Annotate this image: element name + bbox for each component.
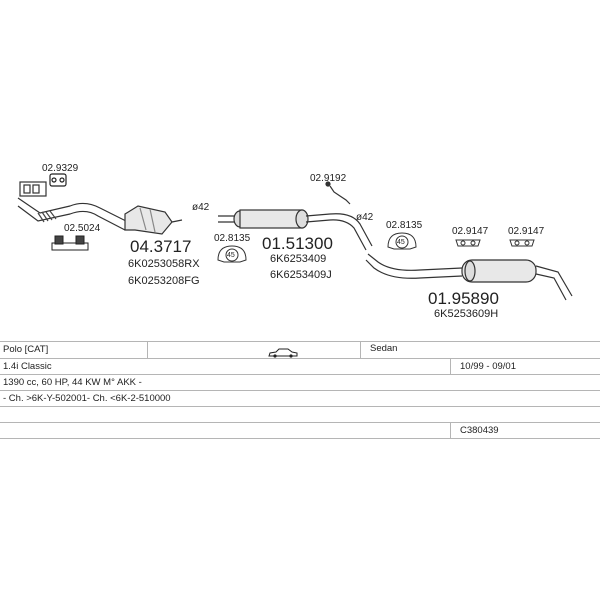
body-type-cell: Sedan: [370, 343, 398, 354]
model-cell: Polo [CAT]: [3, 344, 49, 355]
table-row-line: [0, 438, 600, 439]
engine-cell: 1390 cc, 60 HP, 44 KW M° AKK -: [3, 377, 142, 388]
rear-silencer-drawing: [365, 253, 573, 301]
rubber-mount-1-part-number: 02.9147: [452, 226, 489, 237]
rubber-mount-1-drawing: [455, 239, 481, 247]
diameter-label-1: ø42: [192, 202, 210, 213]
middle-silencer-part-number: 01.51300: [262, 234, 333, 253]
hanger-part-number: 02.9192: [310, 173, 347, 184]
middle-silencer-drawing: [218, 209, 373, 251]
front-pipe-oe-1: 6K0253058RX: [128, 258, 200, 270]
clamp-right-drawing: [387, 232, 417, 250]
rubber-mount-2-part-number: 02.9147: [508, 226, 545, 237]
chassis-cell: - Ch. >6K-Y-502001- Ch. <6K-2-510000: [3, 393, 171, 404]
col-divider: [450, 358, 451, 374]
table-row-line: [0, 390, 600, 391]
sedan-car-icon: [268, 345, 298, 363]
gasket-drawing: [49, 173, 67, 187]
code-cell: C380439: [460, 425, 499, 436]
gasket-part-number: 02.9329: [42, 163, 79, 174]
middle-silencer-oe-1: 6K6253409: [270, 253, 327, 265]
diameter-label-2: ø42: [356, 212, 374, 223]
col-divider: [360, 341, 361, 358]
clamp-right-part-number: 02.8135: [386, 220, 423, 231]
table-border-top: [0, 341, 600, 342]
front-pipe-oe-2: 6K0253208FG: [128, 275, 200, 287]
bracket-drawing: [51, 235, 89, 251]
table-row-line: [0, 374, 600, 375]
front-pipe-part-number: 04.3717: [130, 237, 192, 256]
rear-silencer-oe: 6K5253609H: [434, 308, 499, 320]
rear-silencer-part-number: 01.95890: [428, 289, 499, 308]
table-row-line: [0, 406, 600, 407]
version-cell: 1.4i Classic: [3, 361, 52, 372]
front-pipe-drawing: [17, 181, 183, 235]
table-row-line: [0, 422, 600, 423]
years-cell: 10/99 - 09/01: [460, 361, 516, 372]
clamp-right-size: 45: [397, 239, 405, 246]
rubber-mount-2-drawing: [509, 239, 535, 247]
table-row-line: [0, 358, 600, 359]
bracket-part-number: 02.5024: [64, 223, 101, 234]
middle-silencer-oe-2: 6K6253409J: [270, 269, 332, 281]
hanger-drawing: [325, 181, 351, 205]
clamp-left-part-number: 02.8135: [214, 233, 251, 244]
clamp-left-size: 45: [227, 252, 235, 259]
exhaust-diagram: [17, 173, 573, 301]
col-divider: [147, 341, 148, 358]
clamp-left-drawing: [217, 245, 247, 263]
col-divider: [450, 422, 451, 438]
